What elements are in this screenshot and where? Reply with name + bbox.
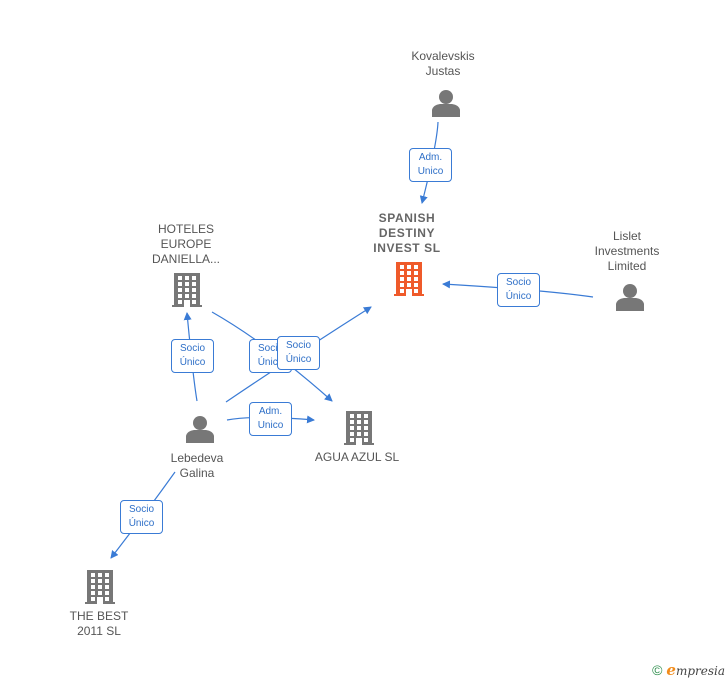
brand-logo: empresia xyxy=(666,661,725,679)
node-label-thebest[interactable]: THE BEST 2011 SL xyxy=(69,609,129,638)
company-icon-thebest[interactable] xyxy=(85,570,115,604)
node-label-kovalevskis[interactable]: Kovalevskis Justas xyxy=(411,49,475,78)
person-icon-lebedeva[interactable] xyxy=(186,416,214,443)
company-icon-spanish[interactable] xyxy=(394,262,424,296)
node-label-lebedeva[interactable]: Lebedeva Galina xyxy=(170,451,224,480)
person-icon-lislet[interactable] xyxy=(616,284,644,311)
node-label-lislet[interactable]: Lislet Investments Limited xyxy=(594,229,660,273)
relationship-label-lebedeva-to-hoteles[interactable]: Socio Único xyxy=(171,339,214,373)
node-label-agua[interactable]: AGUA AZUL SL xyxy=(314,450,400,464)
relationship-label-lislet-to-spanish[interactable]: Socio Único xyxy=(497,273,540,307)
person-icon-kovalevskis[interactable] xyxy=(432,90,460,117)
relationship-label-kovalevskis-to-spanish[interactable]: Adm. Unico xyxy=(409,148,452,182)
node-label-hoteles[interactable]: HOTELES EUROPE DANIELLA... xyxy=(151,222,221,266)
relationship-label-lebedeva-to-thebest[interactable]: Socio Único xyxy=(120,500,163,534)
relationship-label-lebedeva-to-spanish[interactable]: Socio Único xyxy=(277,336,320,370)
copyright-icon: © xyxy=(652,662,663,678)
icons-layer xyxy=(85,90,644,604)
company-icon-agua[interactable] xyxy=(344,411,374,445)
footer-brand: ©empresia xyxy=(652,661,725,679)
company-icon-hoteles[interactable] xyxy=(172,273,202,307)
relationship-label-lebedeva-to-agua[interactable]: Adm. Unico xyxy=(249,402,292,436)
node-label-spanish[interactable]: SPANISH DESTINY INVEST SL xyxy=(373,211,441,255)
